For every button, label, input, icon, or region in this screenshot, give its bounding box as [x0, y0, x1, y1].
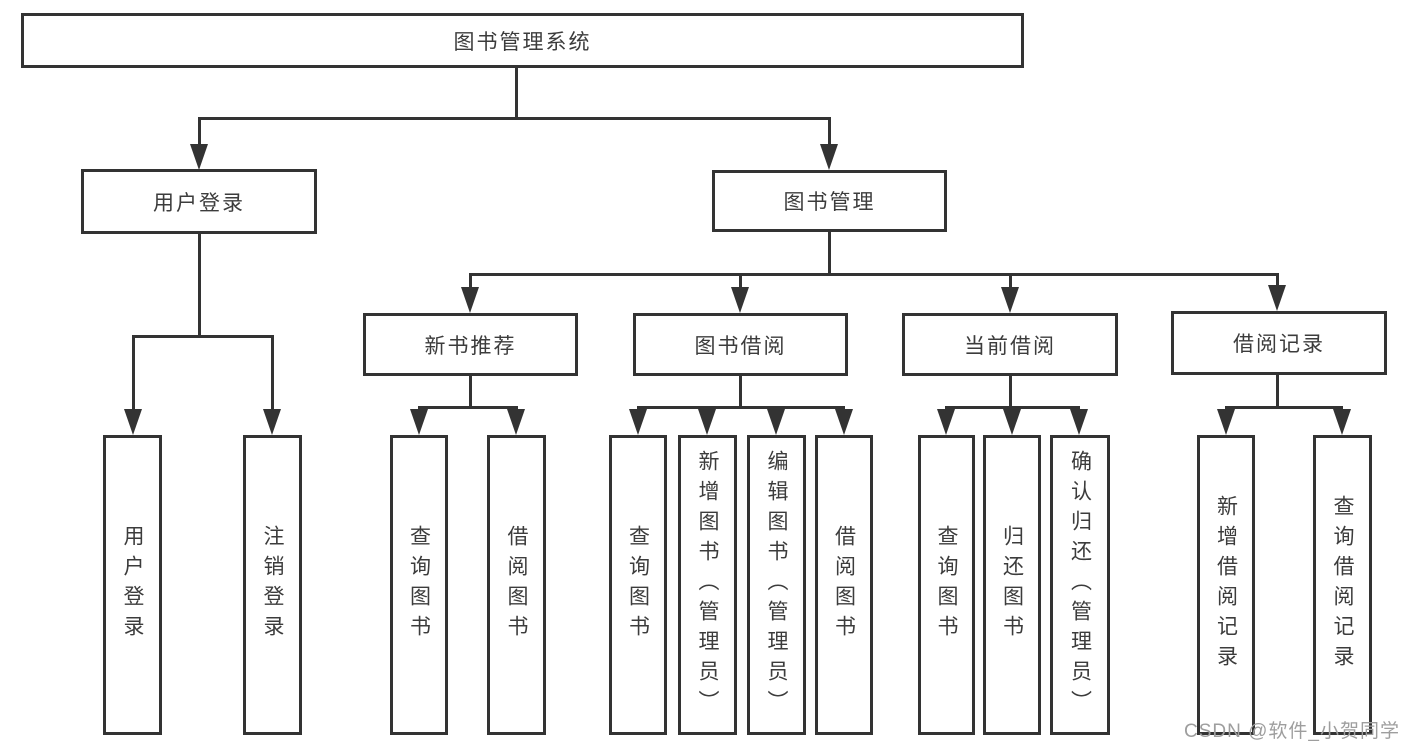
arrow-down-icon [124, 409, 142, 435]
arrow-down-icon [190, 144, 208, 170]
leaf-user-login: 用户登录 [103, 435, 162, 735]
connector-line [739, 376, 742, 409]
node-root-library-system: 图书管理系统 [21, 13, 1024, 68]
leaf-confirm-return-admin: 确认归还（管理员） [1050, 435, 1110, 735]
leaf-label: 新增借阅记录 [1214, 495, 1238, 675]
connector-line [828, 232, 831, 276]
connector-line [198, 117, 831, 120]
node-book-borrow: 图书借阅 [633, 313, 848, 376]
arrow-down-icon [1070, 409, 1088, 435]
leaf-label: 注销登录 [261, 525, 284, 645]
connector-line [1276, 273, 1279, 290]
connector-line [132, 335, 273, 338]
leaf-label: 查询图书 [626, 525, 650, 645]
leaf-label: 编辑图书（管理员） [765, 450, 788, 720]
leaf-label: 查询图书 [407, 525, 431, 645]
node-borrow-records: 借阅记录 [1171, 311, 1387, 375]
arrow-down-icon [410, 409, 428, 435]
leaf-borrow-books: 借阅图书 [487, 435, 546, 735]
arrow-down-icon [767, 409, 785, 435]
connector-line [515, 68, 518, 118]
connector-line [198, 234, 201, 338]
leaf-add-books-admin: 新增图书（管理员） [678, 435, 737, 735]
connector-line [469, 376, 472, 409]
arrow-down-icon [1333, 409, 1351, 435]
connector-line [469, 273, 1279, 276]
connector-line [1276, 375, 1279, 409]
arrow-down-icon [698, 409, 716, 435]
leaf-edit-books-admin: 编辑图书（管理员） [747, 435, 806, 735]
leaf-label: 查询图书 [935, 525, 958, 645]
arrow-down-icon [1217, 409, 1235, 435]
leaf-label: 查询借阅记录 [1331, 495, 1354, 675]
leaf-label: 借阅图书 [832, 525, 856, 645]
arrow-down-icon [629, 409, 647, 435]
leaf-borrow-books: 借阅图书 [815, 435, 873, 735]
connector-line [418, 406, 518, 409]
arrow-down-icon [937, 409, 955, 435]
leaf-return-books: 归还图书 [983, 435, 1041, 735]
arrow-down-icon [820, 144, 838, 170]
connector-line [637, 406, 845, 409]
connector-line [132, 335, 135, 412]
leaf-label: 归还图书 [1000, 525, 1024, 645]
connector-line [1009, 376, 1012, 409]
csdn-watermark: CSDN @软件_小贺同学 [1184, 721, 1400, 742]
connector-line [1009, 273, 1012, 290]
node-current-borrow: 当前借阅 [902, 313, 1118, 376]
connector-line [1225, 406, 1343, 409]
arrow-down-icon [731, 287, 749, 313]
node-new-book-recommend: 新书推荐 [363, 313, 578, 376]
node-user-login: 用户登录 [81, 169, 317, 234]
leaf-query-borrow-record: 查询借阅记录 [1313, 435, 1372, 735]
leaf-label: 新增图书（管理员） [696, 450, 719, 720]
leaf-query-books: 查询图书 [918, 435, 975, 735]
leaf-query-books: 查询图书 [390, 435, 448, 735]
leaf-label: 用户登录 [121, 525, 144, 645]
connector-line [945, 406, 1080, 409]
leaf-label: 确认归还（管理员） [1068, 450, 1092, 720]
leaf-query-books: 查询图书 [609, 435, 667, 735]
node-book-management: 图书管理 [712, 170, 947, 232]
arrow-down-icon [507, 409, 525, 435]
arrow-down-icon [1003, 409, 1021, 435]
connector-line [828, 117, 831, 147]
arrow-down-icon [263, 409, 281, 435]
arrow-down-icon [1001, 287, 1019, 313]
connector-line [469, 273, 472, 290]
leaf-logout: 注销登录 [243, 435, 302, 735]
connector-line [739, 273, 742, 290]
arrow-down-icon [461, 287, 479, 313]
arrow-down-icon [1268, 285, 1286, 311]
connector-line [198, 117, 201, 147]
leaf-label: 借阅图书 [505, 525, 528, 645]
leaf-add-borrow-record: 新增借阅记录 [1197, 435, 1255, 735]
arrow-down-icon [835, 409, 853, 435]
connector-line [271, 335, 274, 412]
